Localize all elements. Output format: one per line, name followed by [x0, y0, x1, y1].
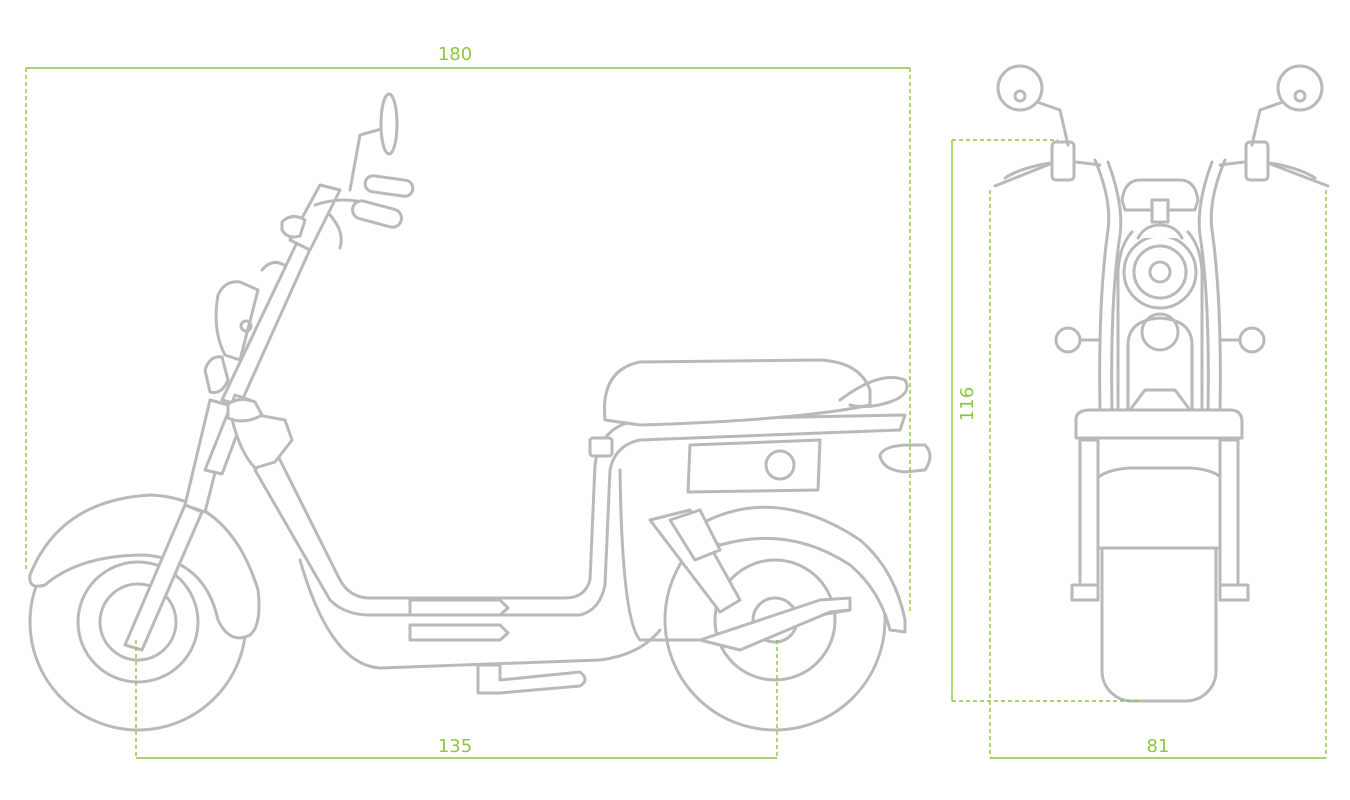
rear-grab-handle [838, 376, 909, 409]
headlight [214, 280, 260, 362]
front-view-headlight-bulb [1148, 260, 1172, 284]
mirror [379, 92, 399, 156]
tail-light [878, 443, 932, 474]
front-view [993, 64, 1330, 703]
front-view-left-lever [1003, 161, 1052, 180]
front-view-right-switch [1244, 140, 1270, 182]
front-view-right-lever [1268, 161, 1317, 180]
front-view-right-mirror-mount [1293, 89, 1307, 103]
front-view-right-fork [1218, 438, 1240, 602]
front-view-right-turn-signal [1238, 326, 1266, 354]
front-view-left-switch [1050, 140, 1076, 182]
fork-bracket [260, 260, 286, 272]
front-view-inner-right [1186, 230, 1204, 412]
mirror-stalk [348, 126, 387, 192]
side-view [28, 92, 932, 732]
dimension-length: 180 [25, 44, 911, 612]
front-view-left-turn-signal [1054, 326, 1082, 354]
footboard-pad-top [408, 598, 510, 617]
front-view-headlight-ring [1132, 244, 1188, 300]
front-view-triple-clamp [1074, 408, 1244, 440]
front-view-left-upright [1093, 158, 1123, 412]
dimension-height: 116 [951, 139, 1140, 702]
front-view-right-upright [1197, 158, 1227, 412]
floor-frame [298, 558, 662, 670]
front-view-fender [1088, 466, 1230, 550]
front-view-axle-right [1218, 583, 1250, 602]
swingarm [698, 596, 852, 652]
handlebar-clamp [280, 215, 307, 239]
rear-fender [688, 505, 907, 634]
lock-icon [764, 449, 796, 481]
battery-box [686, 438, 822, 494]
front-view-left-fork [1078, 438, 1100, 602]
right-grip [351, 199, 403, 229]
front-view-right-mirror [1276, 64, 1324, 112]
front-view-left-mirror [996, 64, 1044, 112]
cowl-collar [226, 397, 264, 423]
brake-lever [328, 213, 343, 250]
front-fender [28, 493, 261, 640]
footboard-pad-bottom [408, 623, 510, 642]
dimension-wheelbase: 135 [135, 640, 778, 759]
dimension-width-label: 81 [1147, 736, 1170, 757]
front-view-dashboard [1120, 178, 1200, 212]
front-view-inner-left [1116, 230, 1134, 412]
front-view-stem [1150, 198, 1170, 224]
front-view-lower-plate [1128, 388, 1192, 412]
side-reflector [588, 436, 614, 458]
front-view-axle-left [1070, 583, 1100, 602]
dimension-width: 81 [989, 190, 1327, 759]
dimension-wheelbase-label: 135 [438, 736, 472, 757]
front-view-center-lamp [1140, 312, 1180, 352]
left-grip [363, 174, 415, 198]
dimension-length-label: 180 [438, 44, 472, 65]
kickstand [476, 663, 587, 695]
front-turn-signal [203, 355, 230, 394]
dimension-height-label: 116 [957, 387, 978, 421]
headlight-bolt-icon [239, 319, 253, 333]
front-view-headlight-bracket [1136, 223, 1184, 240]
front-cowl [228, 408, 294, 470]
front-view-left-mirror-mount [1013, 89, 1027, 103]
rear-shock [648, 508, 742, 614]
